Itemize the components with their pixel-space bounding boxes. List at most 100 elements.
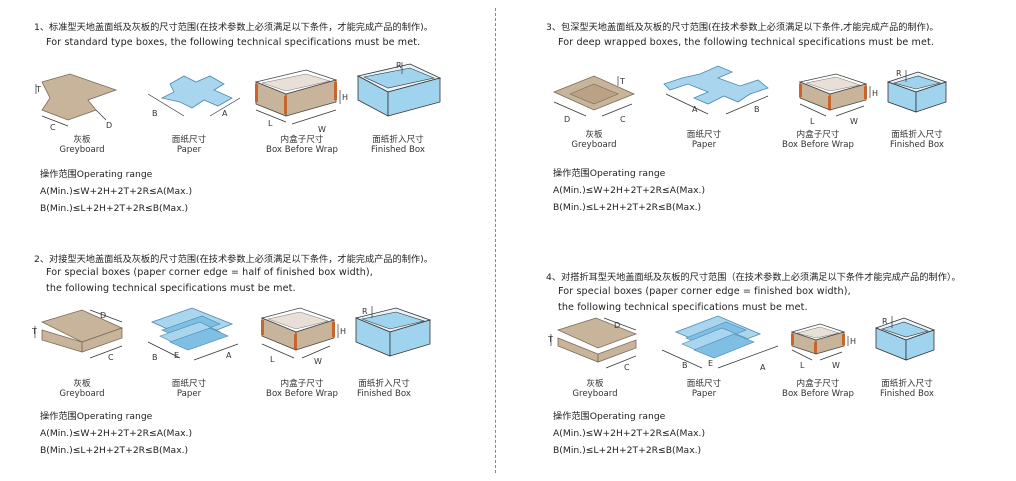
section-1-caption-box: 内盒子尺寸 Box Before Wrap (262, 135, 342, 155)
dim-a: A (222, 109, 228, 118)
section-4-description-2: the following technical specifications m… (558, 302, 808, 313)
dim-a: A (692, 105, 698, 114)
section-1-operating-range: 操作范围Operating range A(Min.)≤W+2H+2T+2R≤A… (40, 166, 192, 217)
caption-cn: 面纸尺寸 (686, 130, 722, 140)
caption-en: Greyboard (59, 144, 105, 155)
caption-en: Finished Box (357, 388, 411, 399)
dim-d: D (564, 115, 570, 124)
section-3-description: For deep wrapped boxes, the following te… (558, 37, 935, 48)
caption-en: Box Before Wrap (782, 388, 854, 399)
caption-cn: 灰板 (73, 135, 91, 145)
range-title: 操作范围Operating range (553, 411, 666, 422)
section-2-paper-diagram: B E A (147, 307, 239, 362)
caption-en: Finished Box (371, 144, 425, 155)
section-1-caption-paper: 面纸尺寸 Paper (159, 135, 219, 155)
section-2-caption-box: 内盒子尺寸 Box Before Wrap (262, 379, 342, 399)
range-b: B(Min.)≤L+2H+2T+2R≤B(Max.) (40, 203, 189, 214)
caption-cn: 面纸折入尺寸 (891, 130, 943, 140)
section-3-paper-diagram: A B (663, 65, 769, 115)
caption-cn: 灰板 (586, 379, 604, 389)
section-1-caption-greyboard: 灰板 Greyboard (52, 135, 112, 155)
dim-w: W (850, 117, 858, 126)
section-3-caption-greyboard: 灰板 Greyboard (564, 130, 624, 150)
section-3-caption-box: 内盒子尺寸 Box Before Wrap (778, 130, 858, 150)
section-1-caption-finished: 面纸折入尺寸 Finished Box (368, 135, 428, 155)
dim-h: H (342, 93, 348, 102)
section-3-title: 3、包深型天地盖面纸及灰板的尺寸范围(在技术参数上必须满足以下条件,才能完成产品… (546, 22, 939, 33)
dim-a: A (760, 363, 766, 372)
dim-l: L (800, 361, 805, 370)
section-4-paper-diagram: B E A (661, 315, 779, 372)
caption-cn: 面纸折入尺寸 (881, 379, 933, 389)
dim-r: R (896, 69, 902, 78)
section-2-title: 2、对接型天地盖面纸及灰板的尺寸范围(在技术参数上必须满足以下条件，才能完成产品… (34, 254, 433, 265)
dim-h: H (872, 89, 878, 98)
dim-c: C (620, 115, 626, 124)
caption-en: Finished Box (880, 388, 934, 399)
caption-cn: 面纸尺寸 (171, 379, 207, 389)
section-2-finished-box-diagram: R (354, 306, 432, 357)
section-1-title: 1、标准型天地盖面纸及灰板的尺寸范围(在技术参数上必须满足以下条件，才能完成产品… (34, 22, 433, 33)
range-a: A(Min.)≤W+2H+2T+2R≤A(Max.) (553, 185, 706, 196)
dim-l: L (270, 355, 275, 364)
section-2-caption-greyboard: 灰板 Greyboard (52, 379, 112, 399)
section-3-operating-range: 操作范围Operating range A(Min.)≤W+2H+2T+2R≤A… (553, 165, 705, 216)
caption-en: Box Before Wrap (782, 139, 854, 150)
caption-cn: 内盒子尺寸 (280, 379, 324, 389)
dim-b: B (152, 353, 158, 362)
caption-en: Paper (176, 388, 202, 399)
caption-cn: 灰板 (73, 379, 91, 389)
section-4-caption-box: 内盒子尺寸 Box Before Wrap (778, 379, 858, 399)
dim-t: T (547, 335, 553, 344)
dim-b: B (754, 105, 760, 114)
column-divider (495, 8, 496, 473)
caption-en: Greyboard (571, 139, 617, 150)
caption-en: Box Before Wrap (266, 388, 338, 399)
dim-e: E (708, 359, 713, 368)
section-4-title: 4、对搭折耳型天地盖面纸及灰板的尺寸范围（在技术参数上必须满足以下条件才能完成产… (546, 272, 961, 283)
range-a: A(Min.)≤W+2H+2T+2R≤A(Max.) (40, 186, 193, 197)
section-3-finished-box-diagram: R (886, 69, 948, 113)
section-3-caption-finished: 面纸折入尺寸 Finished Box (887, 130, 947, 150)
dim-r: R (882, 317, 888, 326)
section-4-description-1: For special boxes (paper corner edge = f… (558, 286, 851, 297)
dim-d: D (106, 121, 112, 130)
range-a: A(Min.)≤W+2H+2T+2R≤A(Max.) (553, 428, 706, 439)
section-4-caption-paper: 面纸尺寸 Paper (674, 379, 734, 399)
section-1-finished-box-diagram: R (356, 61, 442, 117)
dim-r: R (362, 307, 368, 316)
dim-b: B (152, 109, 158, 118)
caption-cn: 面纸折入尺寸 (372, 135, 424, 145)
dim-t: T (35, 85, 41, 94)
dim-a: A (226, 351, 232, 360)
section-4-greyboard-diagram: T D C (547, 317, 638, 372)
caption-en: Paper (691, 139, 717, 150)
section-4-caption-greyboard: 灰板 Greyboard (565, 379, 625, 399)
section-1-paper-diagram: B A (147, 75, 241, 118)
dim-c: C (108, 353, 114, 362)
section-1-greyboard-diagram: T C D (35, 73, 118, 132)
caption-en: Box Before Wrap (266, 144, 338, 155)
dim-r: R (396, 61, 402, 70)
caption-cn: 灰板 (585, 130, 603, 140)
dim-w: W (832, 361, 840, 370)
dim-t: T (31, 327, 37, 336)
section-2-caption-paper: 面纸尺寸 Paper (159, 379, 219, 399)
caption-en: Paper (176, 144, 202, 155)
caption-cn: 面纸尺寸 (686, 379, 722, 389)
range-title: 操作范围Operating range (553, 168, 666, 179)
section-4-box-before-wrap-diagram: H L W (790, 323, 856, 370)
range-a: A(Min.)≤W+2H+2T+2R≤A(Max.) (40, 428, 193, 439)
range-title: 操作范围Operating range (40, 169, 153, 180)
caption-en: Finished Box (890, 139, 944, 150)
caption-en: Paper (691, 388, 717, 399)
caption-en: Greyboard (572, 388, 618, 399)
caption-cn: 内盒子尺寸 (280, 135, 324, 145)
caption-cn: 面纸尺寸 (171, 135, 207, 145)
dim-d: D (100, 311, 106, 320)
dim-t: T (619, 77, 625, 86)
section-4-caption-finished: 面纸折入尺寸 Finished Box (877, 379, 937, 399)
dim-e: E (174, 351, 179, 360)
range-b: B(Min.)≤L+2H+2T+2R≤B(Max.) (553, 202, 702, 213)
section-3-greyboard-diagram: T D C (552, 75, 636, 124)
